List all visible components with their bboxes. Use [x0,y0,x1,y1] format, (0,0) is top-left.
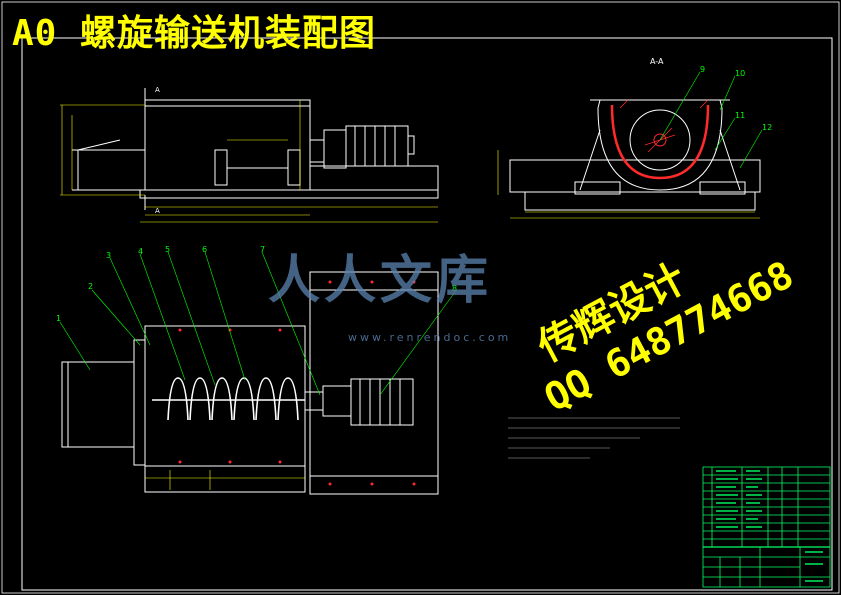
part-number-9-top: 9 [700,65,705,74]
part-number-12: 12 [762,123,772,132]
part-number-2: 2 [88,282,93,291]
part-number-7: 7 [260,245,265,254]
drawing-title: A0 螺旋输送机装配图 [12,13,377,54]
part-number-4: 4 [138,247,143,256]
part-number-6: 6 [202,245,207,254]
section-view-dimensions [497,150,760,219]
watermark-logo: 人人文库 [268,250,493,311]
part-number-11: 11 [735,111,745,120]
watermark-logo-url: www.renrendoc.com [348,331,512,344]
section-view-part-numbers: 9 10 11 12 [700,65,772,132]
top-view-dimensions [145,470,305,490]
section-view-leaders [659,71,763,169]
front-view-section-mark-bottom: A [155,207,160,215]
part-number-8: 8 [452,284,457,293]
part-number-3: 3 [106,251,111,260]
part-number-5: 5 [165,245,170,254]
part-number-10: 10 [735,69,745,78]
top-view-screw-flights [152,377,305,421]
part-number-1: 1 [56,314,61,323]
section-view-aa [509,99,761,211]
title-block [702,466,831,588]
top-view-part-numbers: 1 2 3 4 5 6 7 8 [56,245,457,323]
drawing-frame-inner [21,37,833,591]
top-view [61,271,439,495]
front-view-section-mark-top: A [155,86,160,94]
top-view-bolts [178,280,416,486]
title-block-fill-marks [716,470,823,582]
section-view-label: A-A [650,57,664,66]
front-view [72,88,439,210]
technical-notes [508,417,680,459]
top-view-leaders [59,251,456,396]
front-view-dimensions [60,100,438,223]
